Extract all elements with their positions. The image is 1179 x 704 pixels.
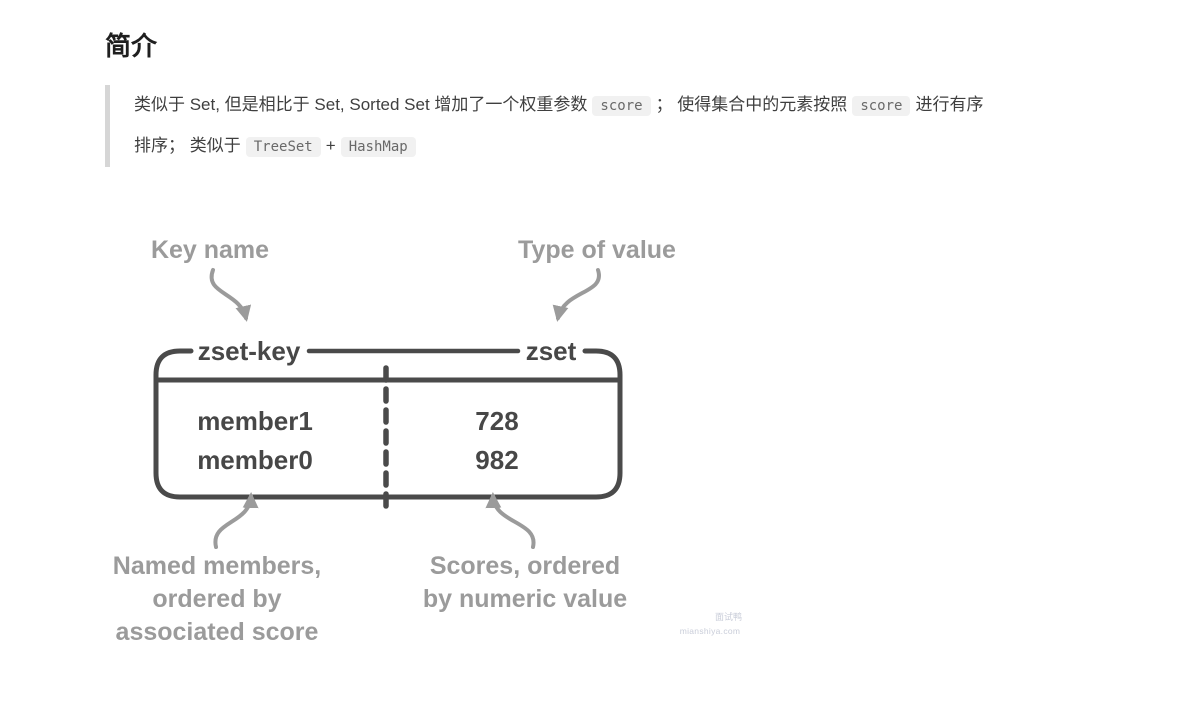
members-arrow	[213, 492, 259, 549]
members-annotation-line: Named members,	[113, 552, 321, 580]
members-annotation-line: associated score	[116, 618, 319, 646]
scores-annotation-line: Scores, ordered	[430, 552, 620, 580]
inline-code-treeset: TreeSet	[245, 136, 321, 157]
inline-code-score: score	[852, 95, 911, 116]
watermark-logo: 面试鸭	[714, 612, 742, 622]
scores-arrow	[485, 492, 536, 549]
key-name-label: Key name	[151, 236, 269, 264]
type-of-value-arrow	[552, 268, 601, 322]
quote-text-segment: ； 使得集合中的元素按照	[655, 94, 848, 114]
member-cell: member0	[197, 445, 313, 475]
intro-blockquote: 类似于 Set, 但是相比于 Set, Sorted Set 增加了一个权重参数…	[105, 84, 1117, 167]
scores-annotation-line: by numeric value	[423, 585, 627, 613]
quote-text-segment: +	[325, 135, 336, 155]
score-cell: 982	[475, 445, 518, 475]
watermark: 面试鸭 mianshiya.com	[674, 611, 746, 637]
inline-code-score: score	[592, 95, 651, 116]
watermark-domain: mianshiya.com	[679, 625, 741, 636]
quote-text-segment: 类似于 Set, 但是相比于 Set, Sorted Set 增加了一个权重参数	[134, 94, 588, 114]
key-name-arrow	[209, 268, 252, 322]
page-title: 简介	[105, 31, 158, 61]
member-cell: member1	[197, 406, 313, 436]
quote-text-segment: 排序； 类似于	[134, 135, 241, 155]
members-annotation-line: ordered by	[152, 585, 281, 613]
zset-diagram: Key name Type of value zset-key zset mem…	[113, 236, 676, 646]
zset-type-label: zset	[526, 336, 577, 366]
article-body: 简介 类似于 Set, 但是相比于 Set, Sorted Set 增加了一个权…	[105, 30, 1145, 167]
inline-code-hashmap: HashMap	[340, 136, 416, 157]
quote-text-segment: 进行有序	[915, 94, 984, 114]
zset-key-label: zset-key	[198, 336, 301, 366]
score-cell: 728	[475, 406, 518, 436]
type-of-value-label: Type of value	[518, 236, 676, 264]
